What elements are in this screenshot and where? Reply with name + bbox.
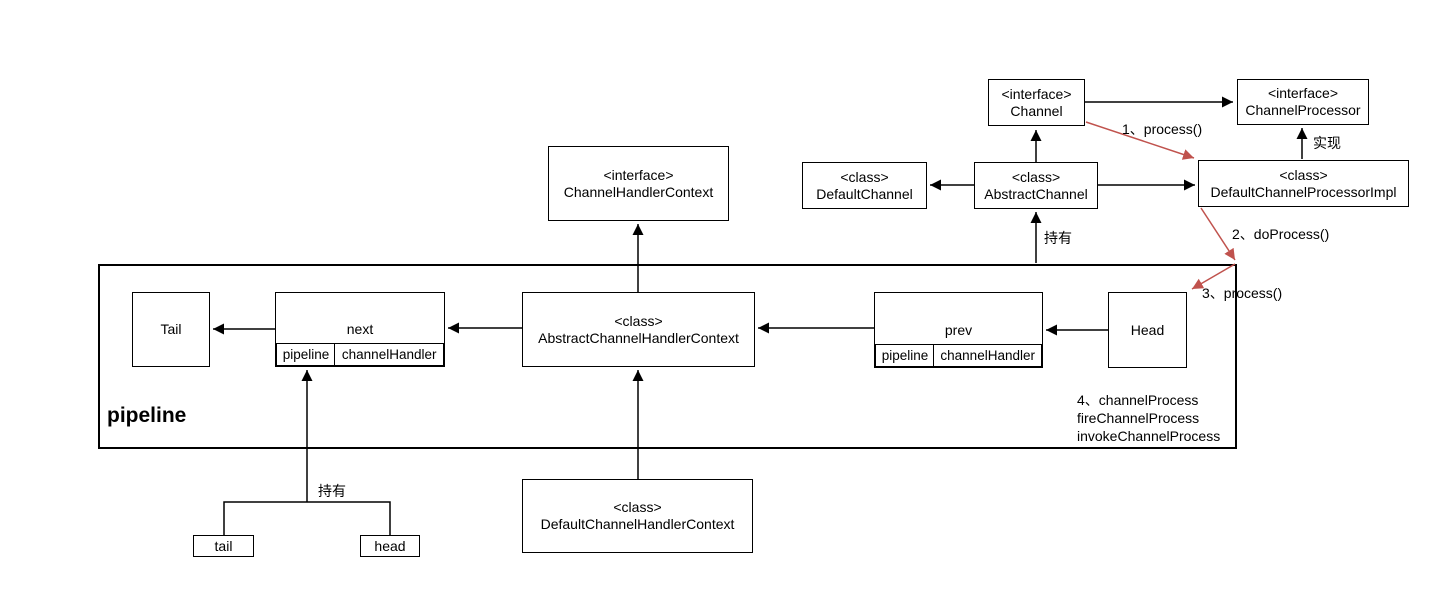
node-tail-name: Tail xyxy=(160,321,182,337)
node-head-ref[interactable]: head xyxy=(360,535,420,557)
node-channelhandlercontext[interactable]: <interface> ChannelHandlerContext xyxy=(548,146,729,221)
node-next[interactable]: next pipeline channelHandler xyxy=(275,292,445,367)
label-step4-line1: 4、channelProcess xyxy=(1077,392,1199,408)
node-head-name: Head xyxy=(1130,321,1165,338)
label-holds-bottom: 持有 xyxy=(318,483,346,499)
label-step4-methods: 4、channelProcess fireChannelProcess invo… xyxy=(1077,391,1220,445)
node-prev-name: prev xyxy=(944,321,973,338)
label-step3-process: 3、process() xyxy=(1202,285,1283,301)
node-defaultchannelprocessorimpl[interactable]: <class> DefaultChannelProcessorImpl xyxy=(1198,160,1409,207)
node-channelhandlercontext-name: ChannelHandlerContext xyxy=(563,183,714,200)
field-channelhandler[interactable]: channelHandler xyxy=(933,344,1042,367)
node-abstractchannelhandlercontext[interactable]: <class> AbstractChannelHandlerContext xyxy=(522,292,755,367)
label-step2-doprocess: 2、doProcess() xyxy=(1232,226,1330,242)
node-channelhandlercontext-stereotype: <interface> xyxy=(603,166,674,183)
node-tail-ref-label: tail xyxy=(214,538,233,554)
node-abstractchannel-stereotype: <class> xyxy=(1011,168,1061,185)
node-defaultchannelhandlercontext-stereotype: <class> xyxy=(613,499,662,515)
label-step4-line2: fireChannelProcess xyxy=(1077,410,1200,426)
field-pipeline[interactable]: pipeline xyxy=(276,343,336,366)
node-head[interactable]: Head xyxy=(1108,292,1187,368)
node-defaultchannelhandlercontext[interactable]: <class> DefaultChannelHandlerContext xyxy=(522,479,753,553)
node-abstractchannel-name: AbstractChannel xyxy=(984,185,1088,202)
node-tail-ref[interactable]: tail xyxy=(193,535,254,557)
node-channel[interactable]: <interface> Channel xyxy=(988,79,1085,126)
node-next-name: next xyxy=(346,321,374,337)
node-channelprocessor-stereotype: <interface> xyxy=(1267,85,1339,101)
node-channel-stereotype: <interface> xyxy=(1001,85,1072,102)
edge-refs-tree xyxy=(223,501,391,535)
label-step4-line3: invokeChannelProcess xyxy=(1077,428,1221,444)
node-defaultchannelprocessorimpl-stereotype: <class> xyxy=(1279,166,1328,183)
node-tail[interactable]: Tail xyxy=(132,292,210,367)
edge-red-step2-doprocess xyxy=(1200,207,1236,261)
node-prev[interactable]: prev pipeline channelHandler xyxy=(874,292,1043,368)
node-channel-name: Channel xyxy=(1010,102,1063,119)
node-abstractchannel[interactable]: <class> AbstractChannel xyxy=(974,162,1098,209)
node-channelprocessor-name: ChannelProcessor xyxy=(1245,102,1361,118)
node-abstractchannelhandlercontext-name: AbstractChannelHandlerContext xyxy=(538,329,739,346)
node-head-ref-label: head xyxy=(374,538,406,554)
label-step1-process: 1、process() xyxy=(1122,121,1203,137)
node-defaultchannelhandlercontext-name: DefaultChannelHandlerContext xyxy=(540,516,735,532)
label-holds-top: 持有 xyxy=(1044,230,1072,246)
node-defaultchannel-stereotype: <class> xyxy=(840,168,889,185)
node-defaultchannel-name: DefaultChannel xyxy=(816,185,913,202)
field-channelhandler[interactable]: channelHandler xyxy=(334,343,444,366)
pipeline-container-label: pipeline xyxy=(107,404,187,427)
field-pipeline[interactable]: pipeline xyxy=(875,344,935,367)
node-channelprocessor[interactable]: <interface> ChannelProcessor xyxy=(1237,79,1369,125)
node-prev-fields: pipeline channelHandler xyxy=(875,344,1042,367)
label-implements: 实现 xyxy=(1313,135,1341,151)
node-defaultchannel[interactable]: <class> DefaultChannel xyxy=(802,162,927,209)
node-abstractchannelhandlercontext-stereotype: <class> xyxy=(614,312,663,329)
node-next-fields: pipeline channelHandler xyxy=(276,343,444,366)
node-defaultchannelprocessorimpl-name: DefaultChannelProcessorImpl xyxy=(1210,183,1397,200)
